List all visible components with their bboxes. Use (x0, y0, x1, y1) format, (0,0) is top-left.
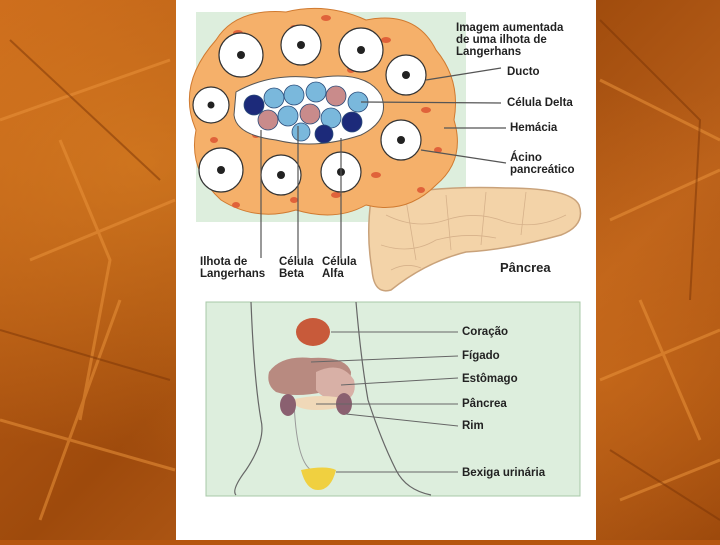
pancreas-illustration (188, 7, 582, 497)
heart-organ (296, 318, 330, 346)
bladder-organ (301, 467, 336, 490)
acini-nuclei (207, 41, 410, 179)
pancreas-lobules (380, 191, 567, 271)
body-outline-left (234, 301, 263, 496)
label-figado: Fígado (462, 350, 500, 362)
label-acino: Ácino pancreático (510, 152, 575, 176)
label-bexiga: Bexiga urinária (462, 467, 546, 479)
label-hemacia: Hemácia (510, 122, 558, 134)
label-ducto: Ducto (507, 66, 540, 78)
label-ilhota: Ilhota de Langerhans (200, 256, 266, 280)
label-celula-alfa: Célula Alfa (322, 256, 357, 280)
label-coracao: Coração (462, 326, 509, 338)
label-celula-beta: Célula Beta (279, 256, 314, 280)
label-rim: Rim (462, 420, 484, 432)
pancreas-organ (367, 186, 582, 292)
islet-cells (243, 81, 369, 144)
top-title: Imagem aumentada de uma ilhota de Langer… (456, 22, 564, 58)
body-outline-right (355, 301, 432, 496)
label-pancreas-organ: Pâncrea (500, 260, 551, 275)
diagram-panel: Imagem aumentada de uma ilhota de Langer… (176, 0, 596, 540)
label-celula-delta: Célula Delta (507, 97, 573, 109)
bottom-pointer-lines (310, 331, 459, 473)
label-estomago: Estômago (462, 373, 518, 385)
top-pointer-lines (260, 67, 507, 258)
pancreas-organ-small (291, 396, 351, 410)
kidney-left (280, 394, 296, 416)
label-pancreas-body: Pâncrea (462, 398, 507, 410)
